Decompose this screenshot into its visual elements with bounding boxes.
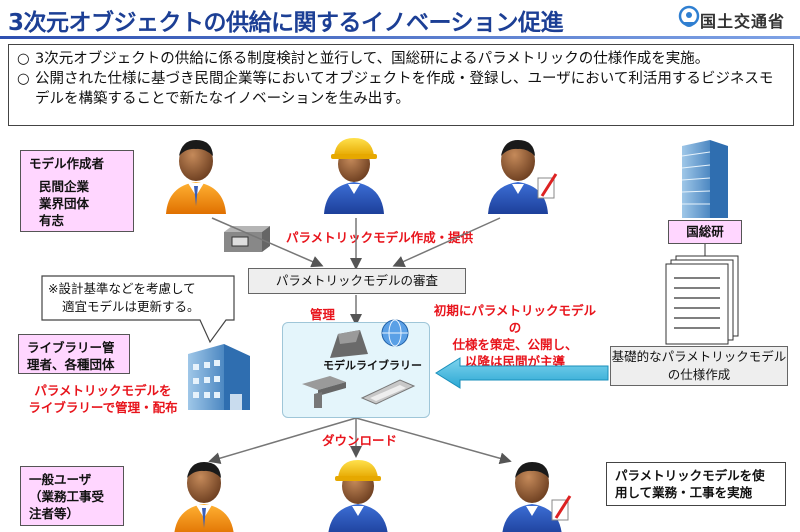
nilim-box: 国総研 [668,220,742,244]
summary-box: ○ 3次元オブジェクトの供給に係る制度検討と並行して、国総研によるパラメトリック… [8,44,794,126]
users-use-line: パラメトリックモデルを使 [615,468,765,483]
creators-title: モデル作成者 [29,156,105,171]
spec-box: 基礎的なパラメトリックモデル の仕様作成 [610,346,788,386]
globe-icon [381,319,409,347]
creators-line: 業界団体 [39,196,90,211]
summary-text: 3次元オブジェクトの供給に係る制度検討と並行して、国総研によるパラメトリックの仕… [35,51,710,67]
users-use-line: 用して業務・工事を実施 [615,485,753,500]
summary-item: ○ 3次元オブジェクトの供給に係る制度検討と並行して、国総研によるパラメトリック… [17,49,785,69]
businessman-icon [166,140,226,214]
note-callout-shape [41,275,235,344]
review-box: パラメトリックモデルの審査 [248,268,466,294]
bullet: ○ [17,51,30,67]
page-title: 3次元オブジェクトの供給に関するイノベーション促進 [8,10,564,36]
users-use-box: パラメトリックモデルを使 用して業務・工事を実施 [606,462,786,506]
spec-line: 基礎的なパラメトリックモデル [611,349,787,364]
library-managers-line: ライブラリー管 [27,340,115,355]
note-line: 適宜モデルは更新する。 [62,299,200,314]
users-box: 一般ユーザ （業務工事受 注者等） [20,466,124,526]
engineer-icon [502,462,572,532]
mlit-logo-icon [678,5,700,27]
initial-note-line: 仕様を策定、公開し、 [452,337,578,352]
creators-box: モデル作成者 民間企業 業界団体 有志 [20,150,134,232]
retaining-wall-model-icon [330,330,368,358]
summary-text: 公開された仕様に基づき民間企業等においてオブジェクトを作成・登録し、ユーザにおい… [35,71,774,107]
title-underline [0,36,800,39]
creators-line: 民間企業 [39,179,90,194]
header: 3次元オブジェクトの供給に関するイノベーション促進 国土交通省 [0,0,800,40]
users-line: 一般ユーザ [29,472,92,487]
library-managers-box: ライブラリー管 理者、各種団体 [18,334,130,374]
manage-distribute-line: パラメトリックモデルを [34,383,172,398]
users-line: （業務工事受 [29,489,105,504]
label-manage: 管理 [310,307,336,322]
scanner-device-icon [224,226,270,252]
initial-note-line: 以降は民間が主導 [464,354,565,369]
bullet: ○ [17,71,30,87]
spec-line: の仕様作成 [667,367,731,382]
logo-text: 国土交通省 [700,12,786,31]
construction-worker-icon [324,138,384,214]
documents-icon [665,255,739,345]
note-line: ※設計基準などを考慮して [48,281,196,296]
construction-worker-icon [328,460,388,532]
culvert-model-icon [360,379,416,405]
creators-line: 有志 [39,213,65,228]
arrow-icon [435,357,609,389]
library-managers-line: 理者、各種団体 [27,357,115,372]
initial-note: 初期にパラメトリックモデルの 仕様を策定、公開し、 以降は民間が主導 [430,302,600,370]
office-building-icon [188,344,250,410]
note-callout: ※設計基準などを考慮して 適宜モデルは更新する。 [48,280,238,316]
office-building-icon [681,140,728,218]
label-create-provide: パラメトリックモデル作成・提供 [286,230,474,245]
users-line: 注者等） [29,506,80,521]
initial-note-line: 初期にパラメトリックモデルの [433,303,597,335]
library-label: モデルライブラリー [323,359,422,372]
beam-model-icon [302,376,346,408]
businessman-icon [174,462,234,532]
manage-distribute-line: ライブラリーで管理・配布 [28,400,178,415]
manage-distribute-note: パラメトリックモデルを ライブラリーで管理・配布 [14,382,192,416]
engineer-icon [488,140,558,214]
label-download: ダウンロード [322,433,398,448]
summary-item: ○ 公開された仕様に基づき民間企業等においてオブジェクトを作成・登録し、ユーザに… [17,69,785,109]
